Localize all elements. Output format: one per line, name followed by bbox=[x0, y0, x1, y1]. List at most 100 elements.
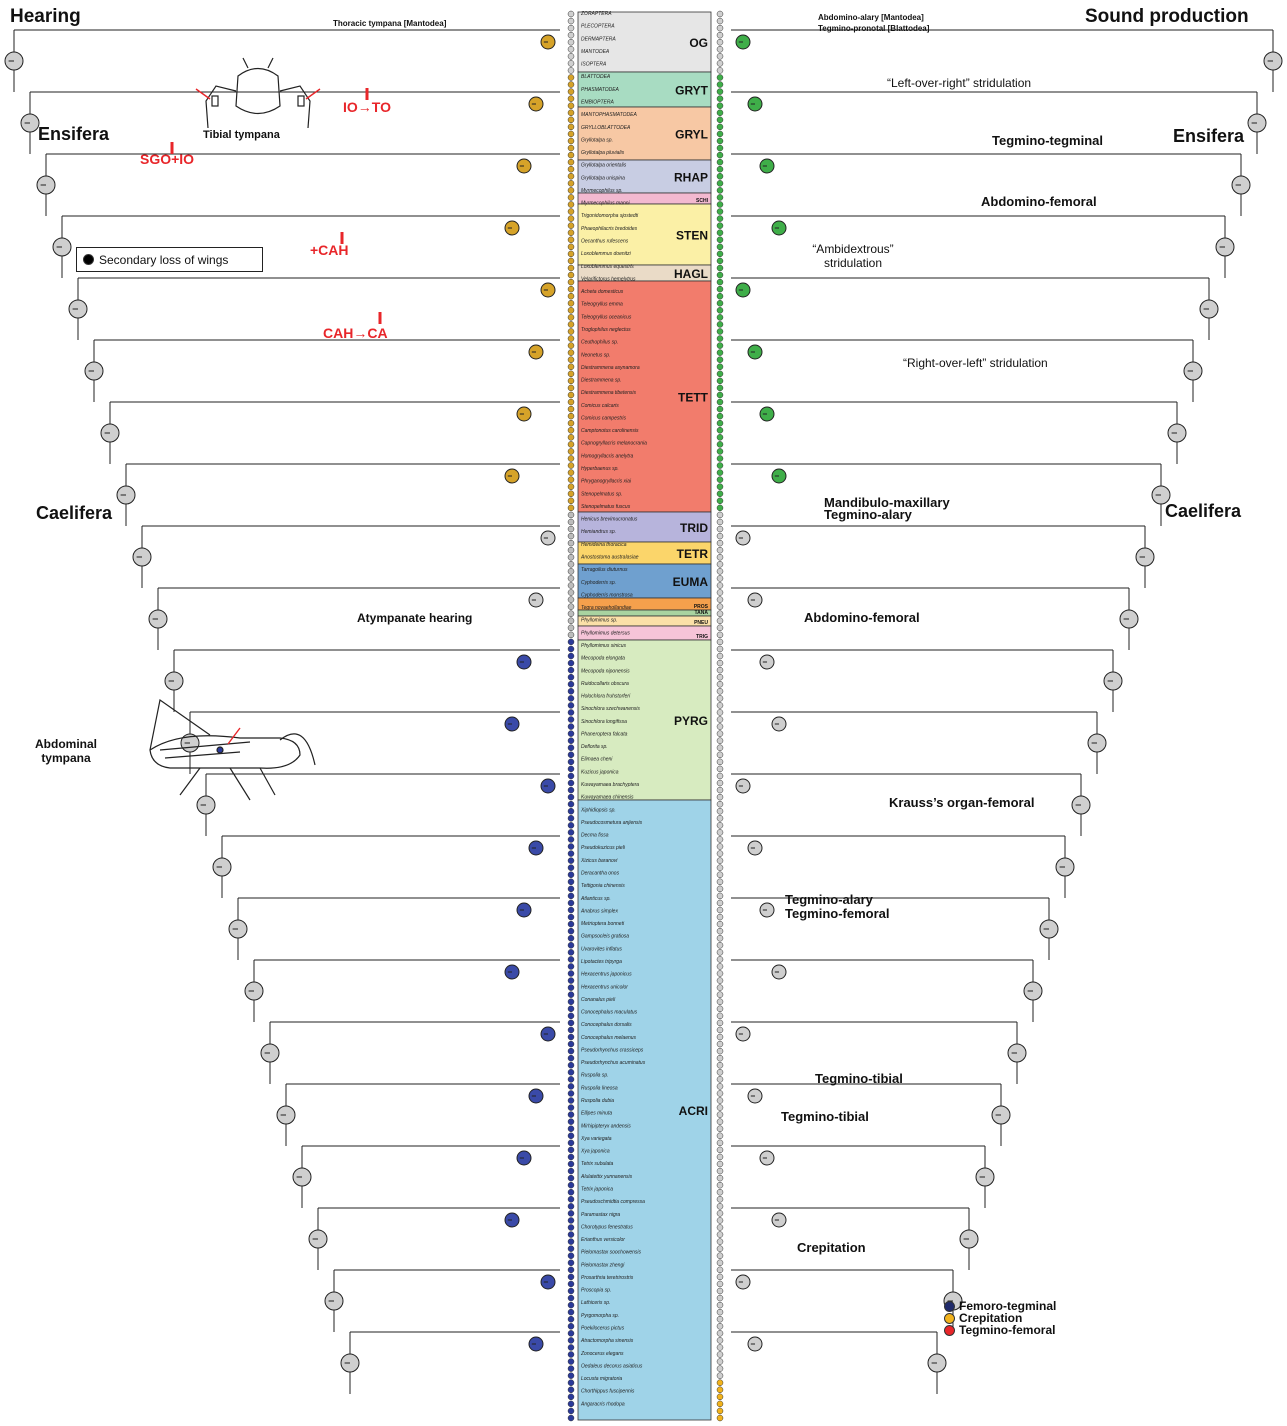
tip-dot-left bbox=[567, 1019, 575, 1027]
taxon-name: Pseudorhynchus crassiceps bbox=[581, 1047, 644, 1053]
tip-dot-left bbox=[567, 1054, 575, 1062]
tip-dot-right bbox=[716, 1252, 724, 1259]
femoro-tegminal-swatch-icon bbox=[944, 1300, 955, 1312]
taxon-name: Pyrgomorpha sp. bbox=[581, 1313, 619, 1319]
taxon-name: Conocephalus dorsalis bbox=[581, 1022, 632, 1028]
tip-markers bbox=[567, 10, 724, 1422]
tip-dot-right bbox=[716, 1210, 724, 1217]
tip-dot-left bbox=[567, 229, 575, 236]
taxon-name: Tettigonia chinensis bbox=[581, 883, 625, 889]
tip-dot-right bbox=[716, 546, 724, 554]
tip-dot-left bbox=[567, 1174, 575, 1182]
taxon-name: Henicus brevimucronatus bbox=[581, 517, 638, 523]
tip-dot-right bbox=[716, 1231, 724, 1238]
clade-panel-acri bbox=[577, 799, 712, 1421]
tip-dot-right bbox=[716, 525, 724, 533]
tip-dot-right bbox=[716, 702, 724, 709]
tip-dot-left bbox=[567, 624, 575, 632]
clade-code-sten: STEN bbox=[676, 229, 708, 243]
tip-dot-right bbox=[716, 518, 724, 526]
tip-dot-right bbox=[716, 878, 724, 886]
tip-dot-right bbox=[716, 582, 724, 589]
abdomino-alary-label: Abdomino-alary [Mantodea] bbox=[818, 13, 924, 22]
tip-dot-left bbox=[567, 673, 575, 681]
tip-dot-left bbox=[567, 377, 575, 385]
abdomino-femoral-label-2: Abdomino-femoral bbox=[804, 610, 920, 625]
taxon-name: Tegra novaehollandiae bbox=[581, 605, 632, 611]
tip-dot-left bbox=[567, 109, 575, 117]
tip-dot-left bbox=[567, 807, 575, 815]
tip-dot-left bbox=[567, 1287, 575, 1295]
tip-dot-right bbox=[716, 603, 724, 610]
tip-dot-right bbox=[716, 652, 724, 660]
taxon-name: Gryllotalpa pluvialis bbox=[581, 150, 625, 156]
tip-dot-right bbox=[716, 476, 724, 483]
tip-dot-left bbox=[567, 215, 575, 222]
tip-dot-left bbox=[567, 1337, 575, 1344]
tip-dot-left bbox=[567, 843, 575, 850]
taxon-name: Anabrus simplex bbox=[580, 908, 618, 914]
taxon-name: Teleogryllus oceanicus bbox=[581, 314, 632, 320]
tip-dot-right bbox=[716, 10, 724, 18]
taxon-name: Cyphoderris monstrosa bbox=[581, 592, 633, 598]
tip-dot-right bbox=[716, 1266, 724, 1274]
taxon-name: Kuwayamaea chinensis bbox=[581, 795, 634, 801]
tip-dot-right bbox=[716, 1139, 724, 1147]
tip-dot-left bbox=[567, 1259, 575, 1267]
taxon-name: Pseudokuzicus pieli bbox=[581, 845, 626, 851]
tip-dot-left bbox=[567, 1280, 575, 1288]
tip-dot-left bbox=[567, 243, 575, 251]
tip-dot-left bbox=[567, 568, 575, 575]
tip-dot-left bbox=[567, 398, 575, 406]
clade-code-hagl: HAGL bbox=[674, 267, 708, 281]
clade-code-trig: TRIG bbox=[696, 634, 708, 640]
tip-dot-right bbox=[716, 786, 724, 794]
tip-dot-right bbox=[716, 624, 724, 632]
tip-dot-right bbox=[716, 137, 724, 145]
tip-dot-left bbox=[567, 582, 575, 589]
tip-dot-left bbox=[567, 342, 575, 349]
tip-dot-left bbox=[567, 575, 575, 582]
tip-dot-left bbox=[567, 984, 575, 991]
taxon-name: Diestrammena sp. bbox=[581, 378, 622, 384]
tip-dot-right bbox=[716, 1203, 724, 1210]
taxon-name: Gryllotalpa sp. bbox=[581, 137, 613, 143]
tip-dot-left bbox=[567, 688, 575, 695]
tip-dot-right bbox=[716, 913, 724, 921]
taxon-name: Homogryllacris anelytra bbox=[581, 453, 633, 459]
tip-dot-right bbox=[716, 31, 724, 39]
tip-dot-left bbox=[567, 201, 575, 208]
tip-dot-right bbox=[716, 1019, 724, 1027]
tip-dot-left bbox=[567, 1400, 575, 1408]
tip-dot-right bbox=[716, 744, 724, 751]
tip-dot-left bbox=[567, 60, 575, 67]
sound-legend: Femoro-tegminal Crepitation Tegmino-femo… bbox=[944, 1300, 1056, 1336]
taxon-name: Hemideina thoracica bbox=[581, 542, 627, 548]
tip-dot-right bbox=[716, 405, 724, 413]
tip-dot-right bbox=[716, 1076, 724, 1083]
taxon-name: Camptonotus carolinensis bbox=[581, 428, 639, 434]
tip-dot-right bbox=[716, 314, 724, 321]
taxon-name: Diestrammena tibetensis bbox=[581, 390, 637, 396]
tip-dot-right bbox=[716, 102, 724, 109]
tip-dot-left bbox=[567, 1273, 575, 1281]
tip-dot-left bbox=[567, 723, 575, 730]
tip-dot-left bbox=[567, 1104, 575, 1111]
taxon-name: Kuwayamaea brachyptera bbox=[581, 782, 639, 788]
tip-dot-left bbox=[567, 1076, 575, 1083]
taxon-name: Velarifictorus hemelytrus bbox=[581, 276, 636, 282]
ambidextrous-label: “Ambidextrous” stridulation bbox=[812, 242, 894, 270]
clade-code-pros: PROS bbox=[694, 604, 709, 610]
black-dot-icon bbox=[83, 254, 94, 265]
tip-dot-left bbox=[567, 427, 575, 434]
tip-dot-left bbox=[567, 278, 575, 286]
tip-dot-right bbox=[716, 187, 724, 194]
io-to-label: IO→TO bbox=[343, 99, 391, 115]
tip-dot-left bbox=[567, 250, 575, 258]
tip-dot-right bbox=[716, 1259, 724, 1267]
taxon-name: Deflorita sp. bbox=[581, 744, 608, 750]
tip-dot-left bbox=[567, 730, 575, 737]
taxon-name: Neonetus sp. bbox=[581, 352, 610, 358]
tip-dot-left bbox=[567, 1365, 575, 1372]
taxon-name: Sinochlora szechwanensis bbox=[581, 706, 640, 712]
